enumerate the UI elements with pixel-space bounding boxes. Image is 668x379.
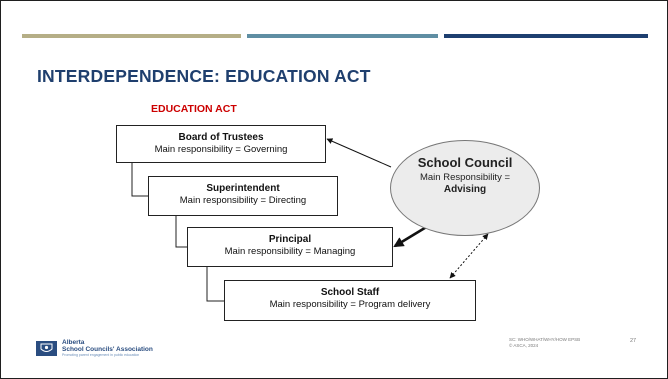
logo-line-2: School Councils' Association <box>62 346 153 353</box>
decor-bar-khaki <box>22 34 241 38</box>
school-staff-box: School Staff Main responsibility = Progr… <box>224 280 476 321</box>
school-council-ellipse: School Council Main Responsibility = Adv… <box>390 140 540 236</box>
decor-bar-teal <box>247 34 438 38</box>
board-of-trustees-box: Board of Trustees Main responsibility = … <box>116 125 326 163</box>
slide-title: INTERDEPENDENCE: EDUCATION ACT <box>37 66 371 86</box>
hierarchy-connector-principal-staff <box>206 267 224 302</box>
board-responsibility: Main responsibility = Governing <box>154 144 288 155</box>
superintendent-responsibility: Main responsibility = Directing <box>179 195 307 206</box>
staff-responsibility: Main responsibility = Program delivery <box>269 299 431 310</box>
asca-crest-icon <box>36 341 57 356</box>
page-number: 27 <box>630 338 637 344</box>
footer-note-line-1: SC: WHO/WHAT/WHY/HOW EPSB <box>509 337 581 342</box>
asca-logo: Alberta School Councils' Association Pro… <box>36 339 153 358</box>
hierarchy-connector-board-superintendent <box>131 163 148 197</box>
logo-line-1: Alberta <box>62 339 85 346</box>
arrow-council-to-board <box>326 138 392 168</box>
council-responsibility-label: Main Responsibility = <box>419 172 511 183</box>
principal-responsibility: Main responsibility = Managing <box>224 246 356 257</box>
decor-bar-navy <box>444 34 648 38</box>
superintendent-box: Superintendent Main responsibility = Dir… <box>148 176 338 216</box>
arrow-staff-council <box>449 233 489 279</box>
board-title: Board of Trustees <box>178 132 264 143</box>
staff-title: School Staff <box>320 287 380 298</box>
hierarchy-connector-superintendent-principal <box>175 216 187 248</box>
principal-box: Principal Main responsibility = Managing <box>187 227 393 267</box>
superintendent-title: Superintendent <box>206 183 280 194</box>
footer-note-line-2: © ASCA, 2024 <box>509 343 539 348</box>
council-responsibility-value: Advising <box>443 184 487 195</box>
education-act-label: EDUCATION ACT <box>151 103 237 115</box>
logo-tagline: Promoting parent engagement in public ed… <box>62 353 140 357</box>
footer-note: SC: WHO/WHAT/WHY/HOW EPSB © ASCA, 2024 <box>509 337 580 349</box>
council-title: School Council <box>417 155 513 170</box>
principal-title: Principal <box>268 234 312 245</box>
